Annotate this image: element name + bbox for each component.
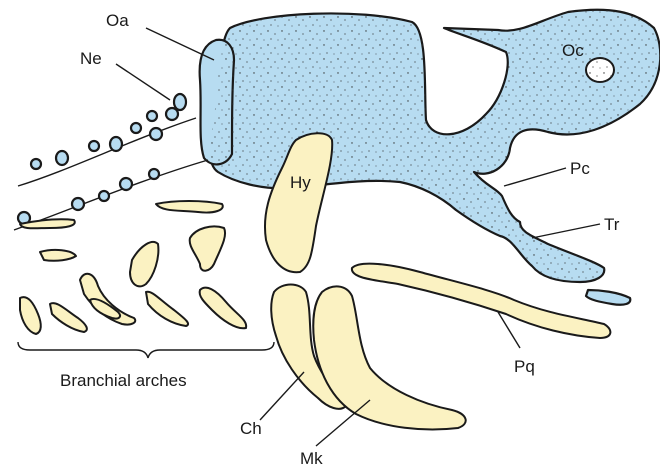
label-ch: Ch bbox=[240, 419, 262, 438]
label-pq: Pq bbox=[514, 357, 535, 376]
label-tr: Tr bbox=[604, 215, 620, 234]
label-oa: Oa bbox=[106, 11, 129, 30]
rostral-fragment bbox=[586, 290, 630, 305]
neurocranium bbox=[200, 10, 660, 305]
label-branchial-arches: Branchial arches bbox=[60, 371, 187, 390]
label-oc: Oc bbox=[562, 41, 584, 60]
label-pc: Pc bbox=[570, 159, 590, 178]
label-hy: Hy bbox=[290, 173, 311, 192]
label-mk: Mk bbox=[300, 449, 323, 468]
neural-arch-ne bbox=[174, 94, 186, 110]
branchial-brace bbox=[18, 342, 274, 358]
label-ne: Ne bbox=[80, 49, 102, 68]
